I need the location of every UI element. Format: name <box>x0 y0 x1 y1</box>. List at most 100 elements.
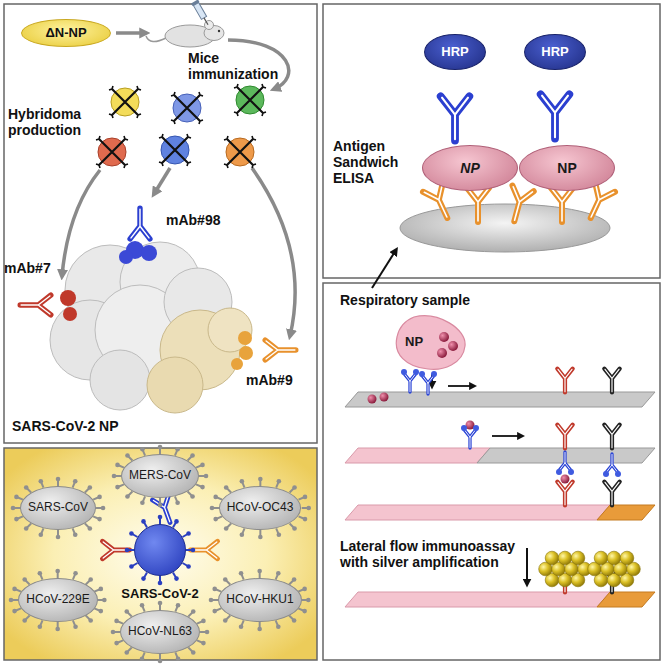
spike <box>118 484 124 486</box>
spike <box>298 516 304 518</box>
spike <box>57 480 59 486</box>
spike <box>159 448 161 454</box>
spike <box>204 474 209 479</box>
spike <box>128 549 134 551</box>
spike <box>224 485 229 490</box>
antibody-symbol <box>20 208 296 360</box>
spike <box>89 618 94 623</box>
spike <box>128 456 132 460</box>
panel-frame <box>323 4 660 278</box>
node-text: HRP <box>441 45 468 60</box>
flow-arrow <box>372 250 396 288</box>
spike <box>301 507 307 509</box>
spike <box>259 530 261 536</box>
flow-arrow <box>492 435 522 437</box>
conjugate-antibody <box>401 369 621 477</box>
spike <box>200 631 206 633</box>
spike <box>216 497 222 499</box>
spike <box>289 524 293 528</box>
capture-antibody <box>551 188 573 222</box>
spike <box>101 506 106 511</box>
virus-particle: HCoV-NL63 <box>120 610 200 654</box>
spike <box>298 497 304 499</box>
spike <box>74 624 79 629</box>
protein-structure <box>119 250 133 264</box>
protein-structure <box>90 350 150 410</box>
spike <box>224 526 229 531</box>
spike <box>23 618 28 623</box>
spike <box>188 612 192 616</box>
spike <box>213 495 218 500</box>
conjugate-antibody <box>603 454 621 477</box>
node-text: HCoV-229E <box>26 593 89 607</box>
spike <box>159 604 161 610</box>
virus-spikes <box>122 512 198 588</box>
capture-antibody <box>467 188 489 222</box>
spike <box>216 589 222 591</box>
spike <box>190 453 195 458</box>
hybridoma-cell <box>109 86 141 118</box>
spike <box>289 616 293 620</box>
antibody-symbol <box>20 295 51 315</box>
spike <box>17 516 23 518</box>
spike <box>226 616 230 620</box>
step-label: Hybridoma production <box>8 106 100 138</box>
detection-antibody <box>441 96 470 140</box>
spike <box>196 465 202 467</box>
hrp-oval: HRP <box>524 34 586 70</box>
protein-structure <box>141 245 157 261</box>
spike <box>11 506 16 511</box>
antibody-label: mAb#98 <box>166 212 220 228</box>
virus-particle: HCoV-HKU1 <box>218 578 301 622</box>
spike <box>125 494 130 499</box>
spike <box>276 574 278 580</box>
detection-antibody <box>441 94 570 140</box>
spike <box>27 488 31 492</box>
spike <box>306 598 311 603</box>
test-line-antibody <box>557 369 572 393</box>
spike <box>298 589 304 591</box>
spike <box>242 620 244 626</box>
elisa-plate <box>400 204 610 252</box>
spike <box>258 535 263 540</box>
spike <box>73 528 75 534</box>
spike <box>86 580 90 584</box>
spike <box>201 619 206 624</box>
lateral-flow-strip <box>597 505 655 520</box>
spike <box>242 482 244 488</box>
spike <box>276 624 281 629</box>
spike <box>159 498 161 504</box>
spike <box>141 519 146 524</box>
protein-structure <box>238 331 252 345</box>
hybridoma-cell <box>224 136 256 168</box>
capture-antibody <box>504 186 534 225</box>
node-text: HCoV-NL63 <box>128 625 192 639</box>
drop-shape <box>392 313 468 371</box>
spike <box>129 531 134 536</box>
spike <box>140 447 145 452</box>
spike <box>99 609 104 614</box>
spike <box>159 518 161 524</box>
spike <box>213 609 218 614</box>
spike <box>239 571 244 576</box>
spike <box>125 548 130 553</box>
spike <box>223 618 228 623</box>
spike <box>289 488 293 492</box>
spike <box>201 641 206 646</box>
spike <box>132 534 137 537</box>
spike <box>191 548 196 553</box>
hybridoma-cell <box>171 92 203 124</box>
spike <box>159 654 161 660</box>
spike <box>26 580 30 584</box>
spike <box>128 492 132 496</box>
np-bead <box>368 395 377 404</box>
flow-arrow <box>252 168 295 336</box>
protein-structure <box>147 357 203 413</box>
spike <box>57 622 59 628</box>
spike <box>176 656 181 661</box>
spike <box>142 606 144 612</box>
lateral-flow-strip <box>345 448 490 463</box>
spike <box>26 616 30 620</box>
sample-drop: NP <box>392 313 468 371</box>
